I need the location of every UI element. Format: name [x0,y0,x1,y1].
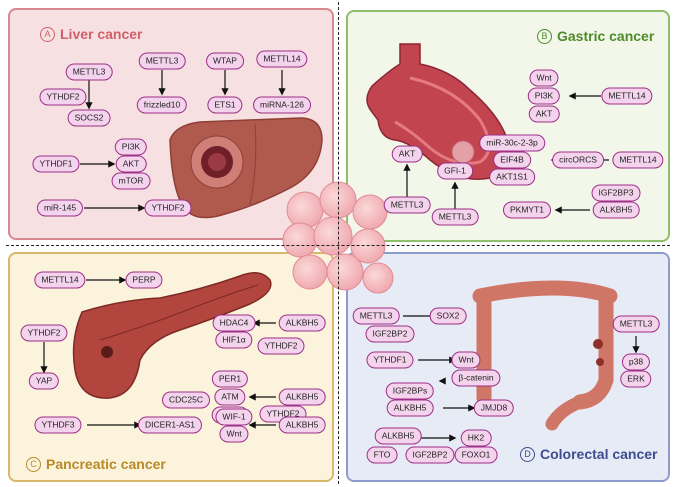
gene-pill: AKT [528,105,560,123]
gene-pill: METTL3 [65,63,113,81]
gene-pill: Wnt [219,425,249,443]
gene-pill: METTL14 [256,50,308,68]
gene-pill: ERK [620,370,652,388]
panel-title-text: Colorectal cancer [540,446,658,462]
gene-pill: HDAC4 [212,314,256,332]
gene-pill: YTHDF1 [32,155,80,173]
gene-pill: WIF-1 [215,408,253,426]
gene-pill: HK2 [460,429,492,447]
gene-pill: METTL14 [601,87,653,105]
gene-pill: Wnt [529,69,559,87]
gene-pill: GFI-1 [437,162,473,180]
gene-pill: ALKBH5 [278,416,326,434]
gene-pill: YTHDF2 [257,337,305,355]
gene-pill: IGF2BP2 [405,446,455,464]
gene-pill: ALKBH5 [374,427,422,445]
gene-pill: DICER1-AS1 [137,416,203,434]
gene-pill: ALKBH5 [386,399,434,417]
panel-title-text: Liver cancer [60,26,143,42]
gene-pill: METTL3 [612,315,660,333]
gene-pill: YTHDF2 [39,88,87,106]
gene-pill: AKT [115,155,147,173]
gene-pill: ATM [214,388,246,406]
gene-pill: ALKBH5 [278,314,326,332]
liver-panel-title: A Liver cancer [40,26,143,42]
pancreatic-panel-title: C Pancreatic cancer [26,456,166,472]
gene-pill: METTL14 [34,271,86,289]
gene-pill: FOXO1 [454,446,498,464]
gene-pill: IGF2BPs [385,382,435,400]
gene-pill: SOCS2 [67,109,111,127]
gene-pill: JMJD8 [473,399,515,417]
gene-pill: METTL3 [352,307,400,325]
gene-pill: frizzled10 [136,96,188,114]
gene-pill: METTL3 [138,52,186,70]
panel-title-text: Pancreatic cancer [46,456,166,472]
gene-pill: circORCS [552,151,604,169]
gene-pill: PI3K [114,138,148,156]
gene-pill: ETS1 [207,96,243,114]
gene-pill: ALKBH5 [592,201,640,219]
gene-pill: AKT1S1 [489,168,535,186]
gene-pill: METTL3 [383,196,431,214]
vertical-divider [338,2,339,484]
gene-pill: miRNA-126 [253,96,311,114]
colorectal-panel-title: D Colorectal cancer [520,446,658,462]
panel-letter: B [537,28,552,44]
gene-pill: SOX2 [429,307,467,325]
panel-title-text: Gastric cancer [557,28,655,44]
gene-pill: IGF2BP2 [365,325,415,343]
gene-pill: HIF1α [215,331,253,349]
panel-letter: D [520,446,535,462]
gene-pill: METTL14 [612,151,664,169]
gene-pill: p38 [621,353,651,371]
gene-pill: YAP [28,372,60,390]
gene-pill: YTHDF1 [366,351,414,369]
gene-pill: PER1 [211,370,249,388]
gene-pill: PERP [125,271,163,289]
gene-pill: EIF4B [493,151,531,169]
gene-pill: WTAP [206,52,244,70]
gene-pill: CDC25C [161,391,211,409]
gene-pill: miR-30c-2-3p [479,134,545,152]
gene-pill: METTL3 [431,208,479,226]
panel-letter: C [26,456,41,472]
gene-pill: PI3K [527,87,561,105]
gastric-panel-title: B Gastric cancer [537,28,654,44]
gene-pill: PKMYT1 [502,201,552,219]
gene-pill: YTHDF3 [34,416,82,434]
gene-pill: miR-145 [36,199,84,217]
gene-pill: IGF2BP3 [591,184,641,202]
gene-pill: Wnt [451,351,481,369]
gene-pill: mTOR [111,172,151,190]
gene-pill: ALKBH5 [278,388,326,406]
gene-pill: AKT [391,145,423,163]
gene-pill: YTHDF2 [144,199,192,217]
gene-pill: FTO [366,446,398,464]
gene-pill: YTHDF2 [20,324,68,342]
panel-letter: A [40,26,55,42]
gene-pill: β-catenin [451,369,501,387]
